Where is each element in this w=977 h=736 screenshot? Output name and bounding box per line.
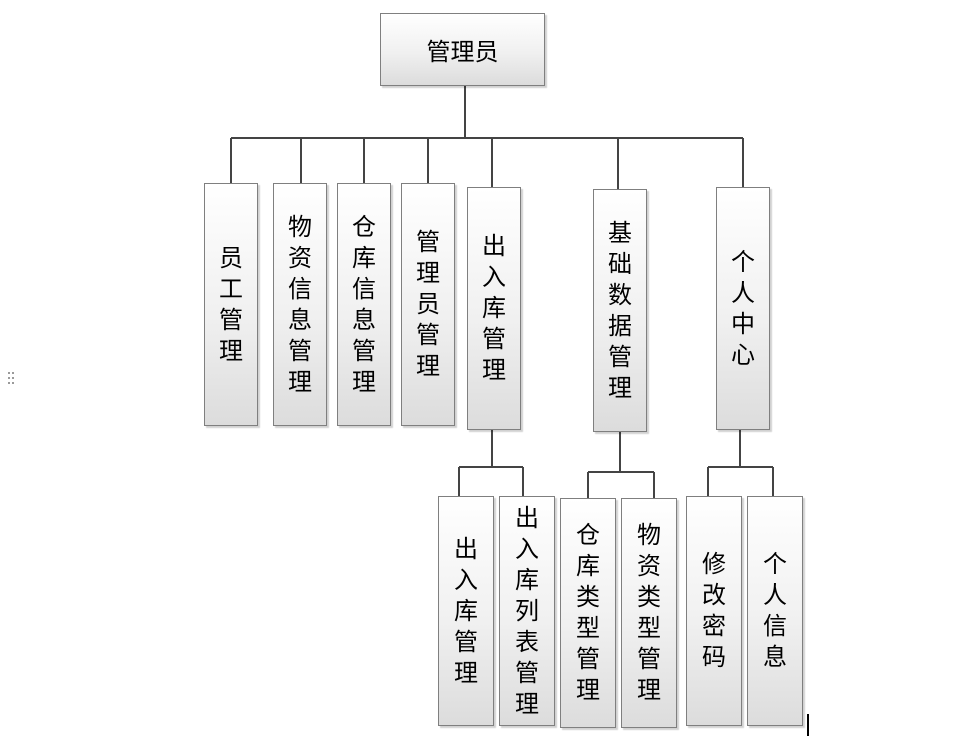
node-basic-data-management: 基础数据管理 — [593, 189, 647, 432]
node-label: 个人信息 — [763, 550, 787, 671]
root-node-label: 管理员 — [426, 38, 499, 66]
node-label: 基础数据管理 — [608, 218, 632, 402]
node-label: 员工管理 — [219, 243, 243, 365]
node-label: 物资类型管理 — [637, 521, 661, 704]
node-label: 物资信息管理 — [288, 212, 312, 396]
node-label: 管理员管理 — [416, 228, 440, 380]
node-personal-center: 个人中心 — [716, 187, 770, 430]
drag-handle-icon[interactable] — [8, 372, 16, 386]
node-material-type-management: 物资类型管理 — [621, 498, 677, 728]
node-inout-sub-management: 出入库管理 — [438, 496, 494, 726]
node-inout-list-management: 出入库列表管理 — [499, 496, 555, 726]
node-warehouse-type-management: 仓库类型管理 — [560, 498, 616, 728]
node-label: 修改密码 — [702, 550, 726, 671]
node-personal-info: 个人信息 — [747, 496, 803, 726]
node-label: 出入库管理 — [482, 232, 506, 384]
node-material-info-management: 物资信息管理 — [273, 183, 327, 426]
node-change-password: 修改密码 — [686, 496, 742, 726]
node-label: 仓库信息管理 — [352, 212, 376, 396]
root-node-admin: 管理员 — [380, 13, 545, 86]
node-warehouse-info-management: 仓库信息管理 — [337, 183, 391, 426]
node-label: 出入库列表管理 — [515, 503, 539, 718]
node-inout-management: 出入库管理 — [467, 187, 521, 430]
node-label: 出入库管理 — [454, 534, 478, 687]
text-cursor — [807, 714, 809, 736]
node-admin-management: 管理员管理 — [401, 183, 455, 426]
node-label: 仓库类型管理 — [576, 521, 600, 704]
node-label: 个人中心 — [731, 247, 755, 369]
node-employee-management: 员工管理 — [204, 183, 258, 426]
